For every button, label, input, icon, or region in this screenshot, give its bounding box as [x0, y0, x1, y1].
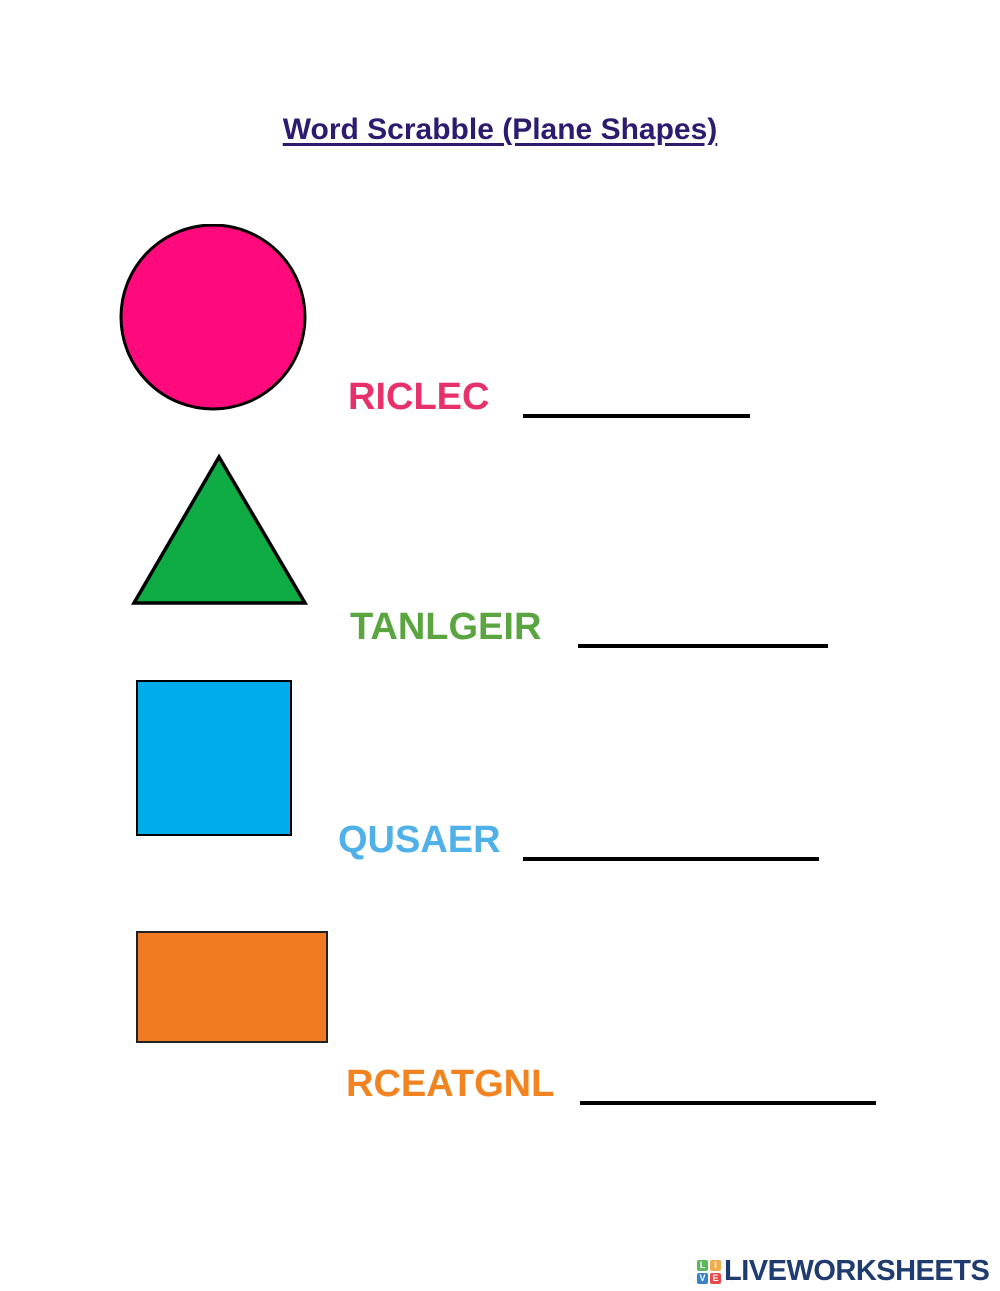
triangle-shape-icon [130, 453, 309, 605]
scrambled-word-square: QUSAER [338, 819, 501, 861]
circle-shape-icon [119, 224, 307, 411]
answer-blank-triangle[interactable] [578, 644, 828, 648]
logo-letter-e: E [710, 1272, 721, 1284]
logo-letter-v: V [697, 1272, 708, 1284]
live-logo-icon: L I V E [697, 1259, 721, 1284]
square-shape-icon [136, 680, 292, 836]
scrambled-word-triangle: TANLGEIR [350, 606, 542, 648]
brand-name: LIVEWORKSHEETS [724, 1255, 990, 1287]
answer-blank-square[interactable] [523, 857, 819, 861]
scrambled-word-rectangle: RCEATGNL [346, 1063, 555, 1105]
answer-blank-rectangle[interactable] [580, 1101, 876, 1105]
scrambled-word-circle: RICLEC [348, 376, 490, 418]
worksheet-title: Word Scrabble (Plane Shapes) [282, 113, 718, 146]
logo-letter-i: I [710, 1259, 721, 1271]
rectangle-shape-icon [136, 931, 328, 1043]
answer-blank-circle[interactable] [523, 414, 750, 418]
logo-letter-l: L [697, 1259, 708, 1271]
liveworksheets-logo: L I V E LIVEWORKSHEETS [697, 1255, 990, 1288]
